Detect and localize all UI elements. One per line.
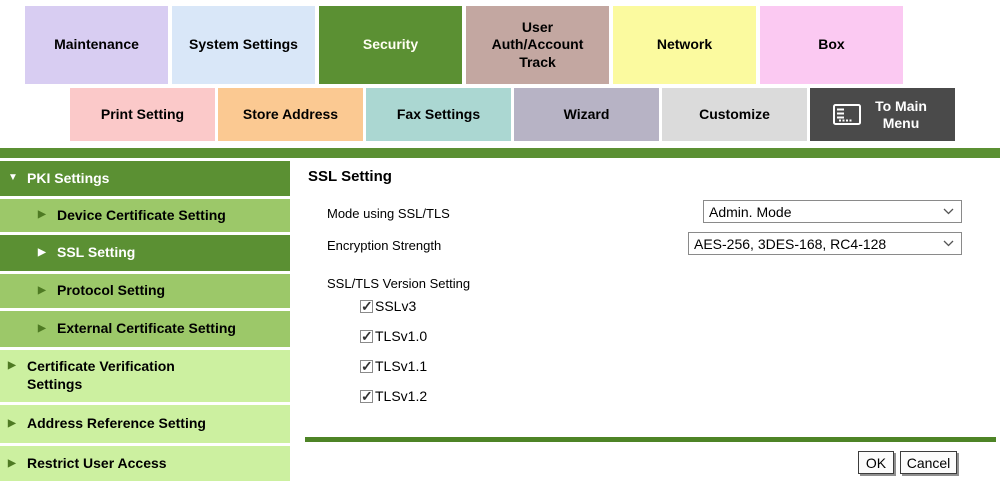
checkbox-checked-icon[interactable]: [360, 358, 373, 375]
tab-label: Maintenance: [54, 36, 139, 53]
tab-wizard[interactable]: Wizard: [514, 88, 659, 141]
sidebar-item-label: Restrict User Access: [27, 455, 167, 472]
sidebar-item-pki-settings[interactable]: ▼ PKI Settings: [0, 161, 290, 196]
tab-box[interactable]: Box: [760, 6, 903, 84]
encryption-strength-label: Encryption Strength: [327, 238, 442, 253]
checkbox-row-sslv3[interactable]: SSLv3: [360, 298, 417, 315]
mode-using-ssl-tls-select[interactable]: Admin. Mode: [703, 200, 962, 223]
chevron-down-icon: [943, 208, 954, 215]
sidebar-item-certificate-verification-settings[interactable]: ▶ Certificate Verification Settings: [0, 350, 290, 402]
tab-label: Customize: [699, 106, 770, 123]
checkbox-row-tlsv1-1[interactable]: TLSv1.1: [360, 358, 428, 375]
triangle-right-icon: ▶: [8, 417, 16, 429]
triangle-right-icon: ▶: [8, 457, 16, 469]
selected-value: Admin. Mode: [709, 203, 792, 220]
primary-tab-bar: Maintenance System Settings Security Use…: [25, 6, 903, 84]
sidebar-item-device-certificate-setting[interactable]: ▶ Device Certificate Setting: [0, 199, 290, 232]
green-divider: [305, 437, 996, 442]
chevron-down-icon: [943, 240, 954, 247]
triangle-right-icon: ▶: [38, 209, 46, 221]
tab-label: Network: [656, 36, 713, 53]
tab-user-auth-account-track[interactable]: User Auth/Account Track: [466, 6, 609, 84]
tab-label: Fax Settings: [396, 106, 481, 123]
sidebar-item-external-certificate-setting[interactable]: ▶ External Certificate Setting: [0, 311, 290, 347]
tab-security[interactable]: Security: [319, 6, 462, 84]
page-title: SSL Setting: [308, 168, 392, 185]
tab-to-main-menu[interactable]: To Main Menu: [810, 88, 955, 141]
checkbox-label: TLSv1.0: [375, 328, 428, 344]
sidebar-item-label: Address Reference Setting: [27, 415, 206, 432]
tab-label: Security: [362, 36, 419, 53]
checkbox-checked-icon[interactable]: [360, 328, 373, 345]
sidebar-item-protocol-setting[interactable]: ▶ Protocol Setting: [0, 274, 290, 308]
sidebar-item-ssl-setting[interactable]: ▶ SSL Setting: [0, 235, 290, 271]
checkbox-label: SSLv3: [375, 298, 417, 314]
triangle-right-icon: ▶: [8, 360, 16, 371]
secondary-tab-bar: Print Setting Store Address Fax Settings…: [70, 88, 955, 141]
sidebar-item-label: Protocol Setting: [57, 282, 166, 299]
tab-label: Print Setting: [100, 106, 185, 123]
triangle-right-icon: ▶: [38, 284, 46, 296]
ssl-tls-version-setting-label: SSL/TLS Version Setting: [327, 276, 471, 291]
triangle-right-icon: ▶: [38, 322, 46, 334]
mode-using-ssl-tls-label: Mode using SSL/TLS: [327, 206, 450, 221]
sidebar-item-label: Device Certificate Setting: [57, 206, 226, 223]
triangle-right-icon: ▶: [38, 246, 46, 258]
triangle-down-icon: ▼: [8, 172, 18, 184]
green-header-bar: [0, 148, 1000, 158]
checkbox-label: TLSv1.2: [375, 388, 428, 404]
sidebar-item-restrict-user-access[interactable]: ▶ Restrict User Access: [0, 446, 290, 481]
tab-print-setting[interactable]: Print Setting: [70, 88, 215, 141]
tab-label: Store Address: [242, 106, 339, 123]
tab-label: Wizard: [563, 106, 610, 123]
cancel-button[interactable]: Cancel: [900, 451, 957, 474]
tab-customize[interactable]: Customize: [662, 88, 807, 141]
tab-store-address[interactable]: Store Address: [218, 88, 363, 141]
checkbox-row-tlsv1-2[interactable]: TLSv1.2: [360, 388, 428, 405]
tab-system-settings[interactable]: System Settings: [172, 6, 315, 84]
sidebar-item-label: Certificate Verification Settings: [27, 358, 175, 392]
checkbox-checked-icon[interactable]: [360, 298, 373, 315]
ok-button[interactable]: OK: [858, 451, 894, 474]
settings-sidebar: ▼ PKI Settings ▶ Device Certificate Sett…: [0, 161, 290, 481]
tab-fax-settings[interactable]: Fax Settings: [366, 88, 511, 141]
sidebar-item-label: External Certificate Setting: [57, 320, 236, 337]
checkbox-row-tlsv1-0[interactable]: TLSv1.0: [360, 328, 428, 345]
selected-value: AES-256, 3DES-168, RC4-128: [694, 235, 887, 252]
sidebar-item-label: SSL Setting: [57, 244, 136, 261]
tab-network[interactable]: Network: [613, 6, 756, 84]
tab-label: System Settings: [189, 36, 298, 53]
tab-label: User Auth/Account Track: [491, 18, 584, 70]
checkbox-label: TLSv1.1: [375, 358, 428, 374]
tab-maintenance[interactable]: Maintenance: [25, 6, 168, 84]
sidebar-item-label: PKI Settings: [27, 169, 110, 186]
encryption-strength-select[interactable]: AES-256, 3DES-168, RC4-128: [688, 232, 962, 255]
tab-label: To Main Menu: [875, 97, 927, 131]
checkbox-checked-icon[interactable]: [360, 388, 373, 405]
main-menu-icon: [833, 104, 861, 125]
tab-label: Box: [818, 36, 845, 53]
sidebar-item-address-reference-setting[interactable]: ▶ Address Reference Setting: [0, 405, 290, 443]
